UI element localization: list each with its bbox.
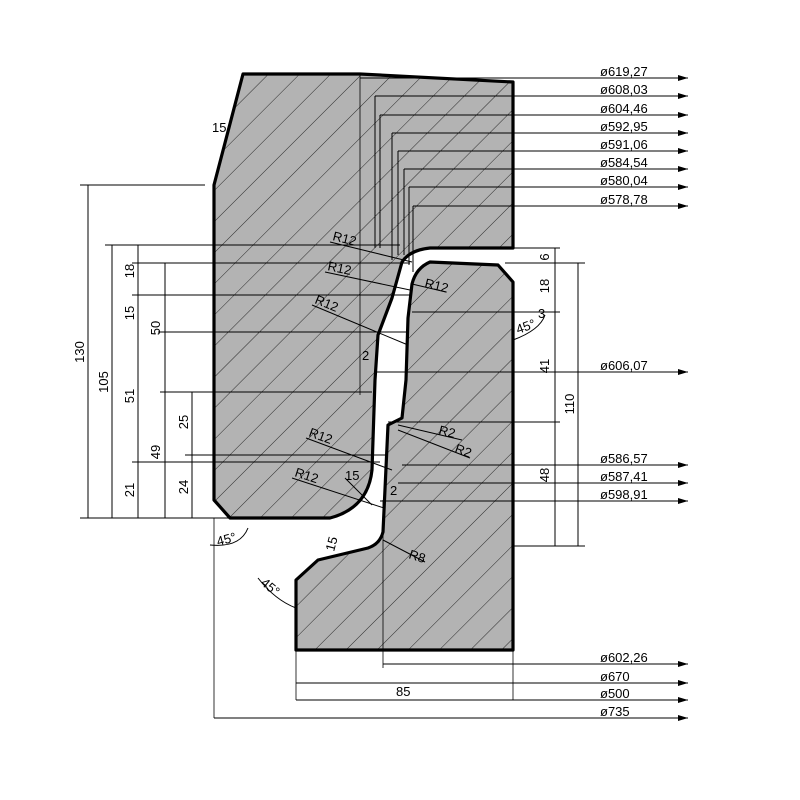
arrowhead	[678, 130, 688, 136]
dim-15-mid: 15	[345, 468, 359, 483]
radius-r2-a: R2	[437, 422, 457, 441]
upper-part-section	[212, 72, 515, 520]
arrowhead	[678, 93, 688, 99]
arrowhead	[678, 462, 688, 468]
dim-d735: ø735	[600, 704, 630, 719]
dim-25: 25	[176, 415, 191, 429]
angle-45-left: 45°	[215, 529, 238, 549]
dim-d60607: ø606,07	[600, 358, 648, 373]
arrowhead	[678, 184, 688, 190]
arrowhead	[678, 498, 688, 504]
dim-d670: ø670	[600, 669, 630, 684]
arrowhead	[678, 680, 688, 686]
dim-51: 51	[122, 389, 137, 403]
arrowhead	[678, 112, 688, 118]
left-vertical-dimensions	[80, 184, 412, 519]
dim-d60446: ø604,46	[600, 101, 648, 116]
arrowhead	[678, 661, 688, 667]
angle-45-right: 45°	[514, 316, 538, 337]
dim-3: 3	[538, 306, 545, 321]
dim-41: 41	[537, 359, 552, 373]
dim-d59106: ø591,06	[600, 137, 648, 152]
arrowhead	[678, 148, 688, 154]
arrowhead	[678, 166, 688, 172]
angle-arc	[209, 527, 249, 546]
arrowhead	[678, 75, 688, 81]
radius-r2-b: R2	[453, 441, 474, 461]
dim-d59891: ø598,91	[600, 487, 648, 502]
dim-18-right: 18	[537, 279, 552, 293]
dim-24: 24	[176, 480, 191, 494]
right-vertical-dimensions	[388, 247, 585, 547]
arrowhead	[678, 203, 688, 209]
angle-45-bottom: 45°	[258, 575, 283, 599]
dim-d58741: ø587,41	[600, 469, 648, 484]
dim-105: 105	[96, 371, 111, 393]
dim-d57878: ø578,78	[600, 192, 648, 207]
arrowhead	[678, 369, 688, 375]
radius-r12-6: R12	[293, 465, 320, 487]
dim-48: 48	[537, 468, 552, 482]
arrowhead	[678, 480, 688, 486]
radius-r12-2: R12	[326, 258, 352, 278]
dim-d61927: ø619,27	[600, 64, 648, 79]
dim-d60803: ø608,03	[600, 82, 648, 97]
dim-d58657: ø586,57	[600, 451, 648, 466]
angle-arc	[512, 314, 546, 341]
dim-49: 49	[148, 445, 163, 459]
dim-15: 15	[122, 306, 137, 320]
dim-d60226: ø602,26	[600, 650, 648, 665]
radius-r12-3: R12	[423, 275, 450, 295]
arrowhead	[678, 697, 688, 703]
dim-18: 18	[122, 264, 137, 278]
dim-85: 85	[396, 684, 410, 699]
angle-arc	[257, 577, 297, 609]
radius-leaders	[291, 241, 471, 563]
diameter-dimensions-top	[360, 77, 688, 272]
dim-15-low: 15	[322, 535, 340, 553]
dim-d58004: ø580,04	[600, 173, 648, 188]
dim-21: 21	[122, 483, 137, 497]
dim-6: 6	[537, 253, 552, 260]
dim-d500: ø500	[600, 686, 630, 701]
dim-110: 110	[562, 394, 577, 415]
arrowhead	[678, 715, 688, 721]
dim-15-top: 15	[212, 120, 226, 135]
dim-130: 130	[72, 341, 87, 363]
dim-50: 50	[148, 321, 163, 335]
dim-2-b: 2	[390, 483, 397, 498]
radius-r12-1: R12	[331, 228, 358, 248]
dim-2-a: 2	[362, 348, 369, 363]
dim-d59295: ø592,95	[600, 119, 648, 134]
radius-r8: R8	[407, 547, 427, 566]
dim-d58454: ø584,54	[600, 155, 648, 170]
